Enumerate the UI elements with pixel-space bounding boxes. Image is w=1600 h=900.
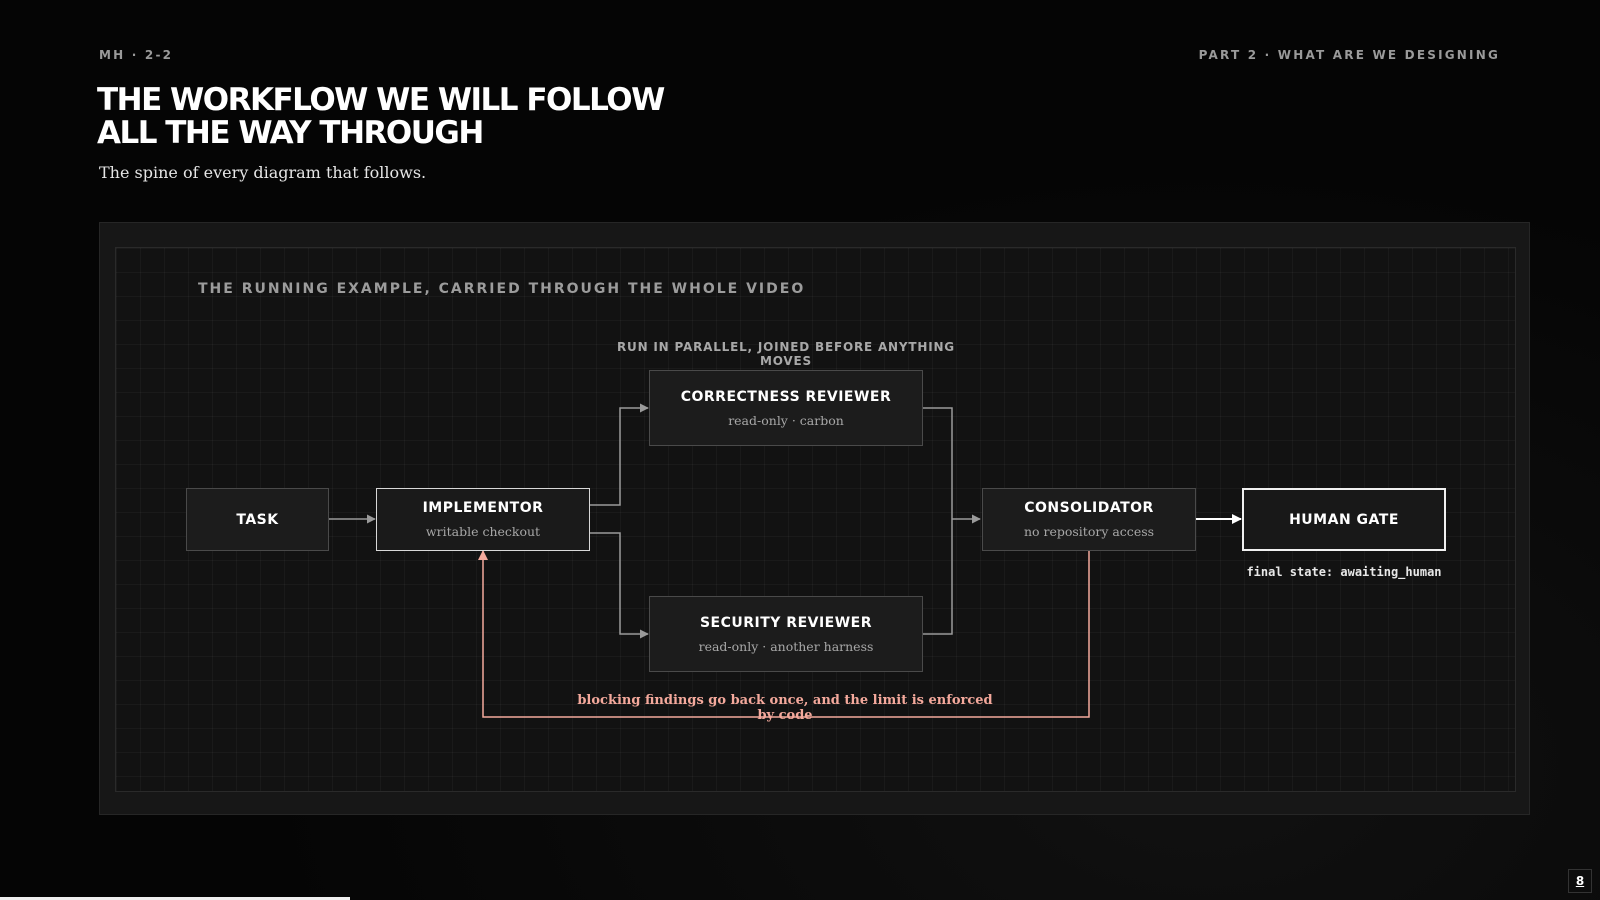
correctness-reviewer-node: CORRECTNESS REVIEWER read-only · carbon bbox=[649, 370, 923, 446]
human-gate-node: HUMAN GATE bbox=[1242, 488, 1446, 551]
consolidator-node-title: CONSOLIDATOR bbox=[1024, 500, 1154, 516]
line-security-to-join bbox=[922, 519, 953, 635]
eyebrow-left: MH · 2-2 bbox=[99, 48, 174, 62]
arrow-implementor-to-correctness bbox=[590, 403, 649, 506]
arrow-implementor-to-security bbox=[590, 532, 649, 639]
progress-fill bbox=[0, 897, 351, 900]
correctness-reviewer-subtitle: read-only · carbon bbox=[728, 412, 844, 428]
line-correctness-to-join bbox=[922, 407, 953, 519]
title-line-2: ALL THE WAY THROUGH bbox=[97, 115, 484, 151]
page-subtitle: The spine of every diagram that follows. bbox=[99, 163, 427, 182]
page-number[interactable]: 8 bbox=[1568, 869, 1592, 893]
human-gate-node-title: HUMAN GATE bbox=[1289, 511, 1399, 528]
implementor-node-subtitle: writable checkout bbox=[425, 524, 541, 539]
task-node: TASK bbox=[186, 488, 329, 551]
feedback-loop-label: blocking findings go back once, and the … bbox=[577, 693, 993, 723]
security-reviewer-title: SECURITY REVIEWER bbox=[699, 614, 873, 631]
arrow-feedback-loop bbox=[478, 550, 1090, 718]
correctness-reviewer-title: CORRECTNESS REVIEWER bbox=[680, 388, 892, 405]
security-reviewer-subtitle: read-only · another harness bbox=[698, 638, 874, 654]
page-title: THE WORKFLOW WE WILL FOLLOW ALL THE WAY … bbox=[97, 82, 665, 151]
section-label: THE RUNNING EXAMPLE, CARRIED THROUGH THE… bbox=[198, 281, 806, 297]
progress-track bbox=[0, 897, 1600, 900]
security-reviewer-node: SECURITY REVIEWER read-only · another ha… bbox=[649, 596, 923, 672]
eyebrow-right: PART 2 · WHAT ARE WE DESIGNING bbox=[1198, 48, 1500, 62]
consolidator-node: CONSOLIDATOR no repository access bbox=[982, 488, 1196, 551]
title-line-1: THE WORKFLOW WE WILL FOLLOW bbox=[97, 82, 665, 118]
consolidator-node-subtitle: no repository access bbox=[1023, 524, 1155, 539]
final-state-label: final state: awaiting_human bbox=[1246, 565, 1442, 579]
implementor-node-title: IMPLEMENTOR bbox=[422, 500, 544, 516]
task-node-title: TASK bbox=[236, 511, 279, 528]
implementor-node: IMPLEMENTOR writable checkout bbox=[376, 488, 590, 551]
parallel-label: RUN IN PARALLEL, JOINED BEFORE ANYTHING … bbox=[617, 340, 955, 368]
